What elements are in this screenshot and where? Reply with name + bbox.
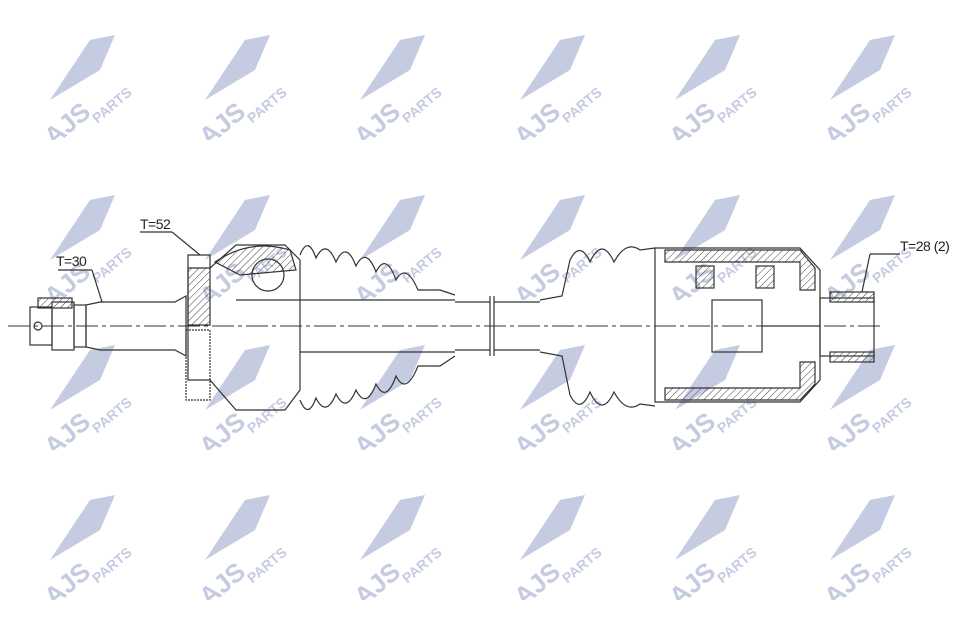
label-t52: T=52 [140,216,171,232]
label-t30: T=30 [56,253,87,269]
label-t28: T=28 (2) [900,238,950,254]
